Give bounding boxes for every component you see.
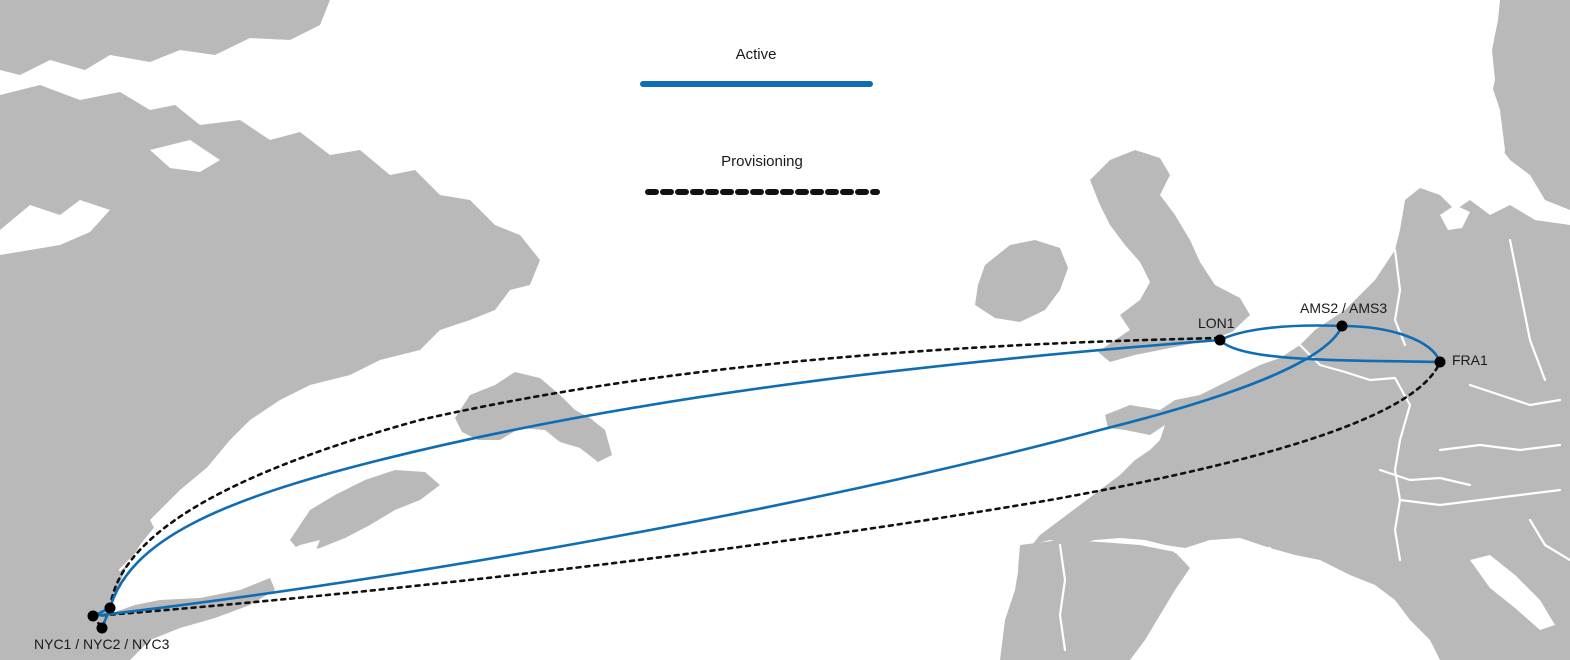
- route-provisioning-nyc-fra: [91, 360, 1442, 618]
- label-nyc: NYC1 / NYC2 / NYC3: [34, 636, 170, 652]
- canada-land: [0, 85, 540, 625]
- border-de-at: [1438, 443, 1562, 452]
- scandinavia-land: [1488, 0, 1570, 210]
- legend-active-label: Active: [736, 46, 777, 63]
- node-fra[interactable]: [1434, 356, 1446, 368]
- corsica-land: [1410, 578, 1428, 612]
- great-britain-land: [1090, 150, 1250, 362]
- greenland-land: [0, 0, 330, 75]
- hudson-strait-water: [0, 200, 110, 255]
- north-america-water: [0, 140, 450, 565]
- st-lawrence-river-water: [150, 450, 245, 535]
- node-labels: LON1 AMS2 / AMS3 FRA1 NYC1 / NYC2 / NYC3: [34, 300, 1488, 652]
- newfoundland-land: [455, 372, 612, 462]
- continental-europe-land: [1000, 188, 1570, 660]
- border-de-pl: [1508, 238, 1547, 382]
- labrador-inlet-water: [150, 140, 220, 172]
- border-fr-de: [1393, 376, 1412, 472]
- label-fra: FRA1: [1452, 352, 1488, 368]
- gulf-st-lawrence-water: [230, 395, 450, 515]
- us-east-coast-land: [0, 578, 275, 660]
- border-es-pt: [1058, 543, 1067, 652]
- baltic-sea-water: [1470, 80, 1505, 175]
- legend-provisioning-label: Provisioning: [721, 153, 803, 170]
- nodes: [87, 320, 1446, 634]
- route-active-lon-fra: [1218, 338, 1442, 364]
- route-active-nyc-ams: [91, 324, 1344, 618]
- border-fr-es: [1173, 546, 1272, 554]
- border-at-it: [1478, 488, 1562, 502]
- route-active-lon-ams: [1218, 324, 1344, 342]
- kattegat-water: [1440, 205, 1470, 230]
- europe-water: [1150, 80, 1555, 660]
- route-active-nyc-lon: [108, 338, 1222, 610]
- border-fr-it: [1393, 468, 1402, 562]
- ireland-land: [975, 240, 1068, 322]
- label-ams: AMS2 / AMS3: [1300, 300, 1387, 316]
- node-nyc1[interactable]: [87, 610, 99, 622]
- node-lon[interactable]: [1214, 334, 1226, 346]
- label-lon: LON1: [1198, 315, 1235, 331]
- border-de-cz: [1468, 383, 1562, 407]
- node-ams[interactable]: [1336, 320, 1348, 332]
- mediterranean-water: [1150, 555, 1420, 660]
- iberia-land: [1018, 540, 1190, 660]
- adriatic-water: [1470, 555, 1555, 630]
- nova-scotia-land: [290, 470, 440, 552]
- border-balkans: [1528, 518, 1570, 562]
- node-nyc3[interactable]: [96, 622, 108, 634]
- node-nyc2[interactable]: [104, 602, 116, 614]
- north-america-landmass: [0, 0, 612, 660]
- europe-landmass: [975, 0, 1570, 660]
- border-ch-it: [1398, 498, 1482, 507]
- legend: Active Provisioning: [640, 46, 880, 195]
- routes: [91, 324, 1442, 631]
- bay-of-fundy-water: [270, 540, 320, 565]
- route-provisioning-nyc-lon: [108, 336, 1222, 610]
- route-active-ams-fra: [1340, 324, 1442, 364]
